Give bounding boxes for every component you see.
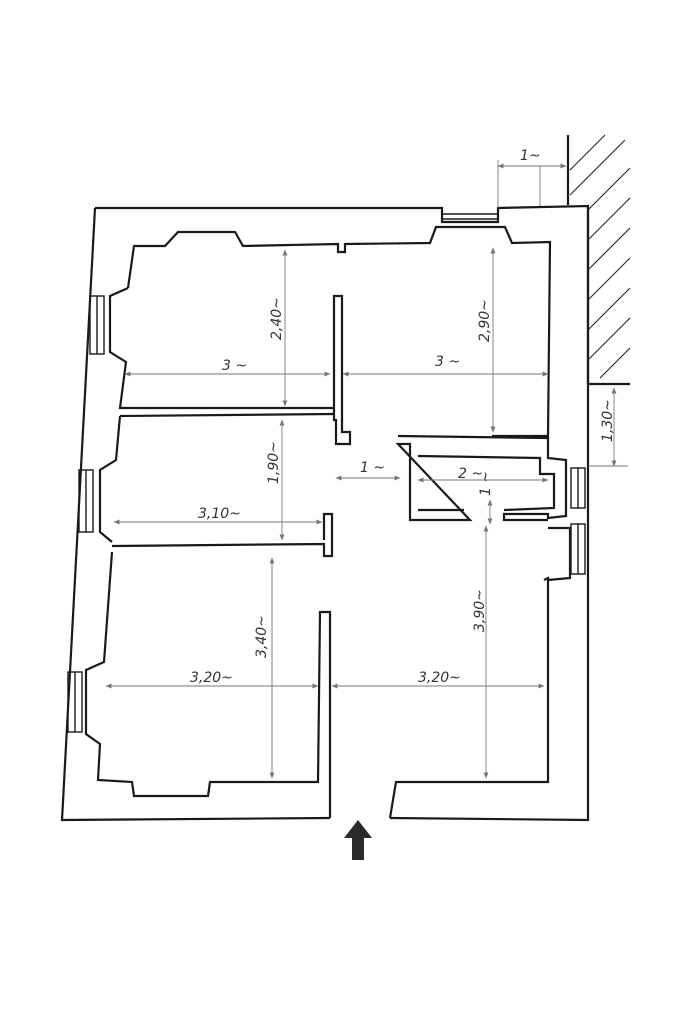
inner-wall-top-left: [108, 286, 334, 410]
left-windows: [67, 295, 105, 733]
label-top-right-width: 3 ~: [435, 354, 460, 370]
label-top-right-height: 2,90~: [477, 299, 493, 342]
label-bottom-left-width: 3,20~: [190, 670, 233, 686]
label-bottom-left-height: 3,40~: [254, 615, 270, 658]
neighbor-hatch: [566, 134, 631, 386]
partition-top: [332, 294, 352, 446]
room-bottom-left-wall: [84, 551, 332, 818]
outer-wall: [60, 204, 590, 822]
room-bottom-right-wall: [388, 576, 550, 819]
label-middle-left-width: 3,10~: [198, 506, 241, 522]
dimension-lines: [105, 160, 628, 779]
dimension-labels: 3 ~ 2,40~ 3 ~ 2,90~ 3,10~ 1,90~ 1 ~ 2 ~ …: [190, 148, 616, 686]
top-window: [442, 213, 498, 220]
label-bath-door-width: 1 ~: [478, 471, 494, 496]
label-middle-left-height: 1,90~: [266, 441, 282, 484]
label-bottom-right-width: 3,20~: [418, 670, 461, 686]
label-corridor-width: 1 ~: [360, 460, 385, 476]
label-top-left-height: 2,40~: [269, 297, 285, 340]
label-outside-top-width: 1~: [520, 148, 541, 164]
bathroom-inner: [417, 454, 556, 512]
inner-wall-top: [126, 225, 552, 438]
label-bath-width: 2 ~: [458, 466, 483, 482]
label-outside-right-height: 1,30~: [600, 399, 616, 442]
right-windows: [570, 467, 586, 575]
label-bottom-right-height: 3,90~: [472, 589, 488, 632]
right-inner-column: [547, 526, 572, 582]
label-top-left-width: 3 ~: [222, 358, 247, 374]
up-arrow-icon: [344, 820, 372, 860]
bathroom-wall: [395, 434, 568, 522]
room-middle-left-wall: [98, 412, 335, 558]
